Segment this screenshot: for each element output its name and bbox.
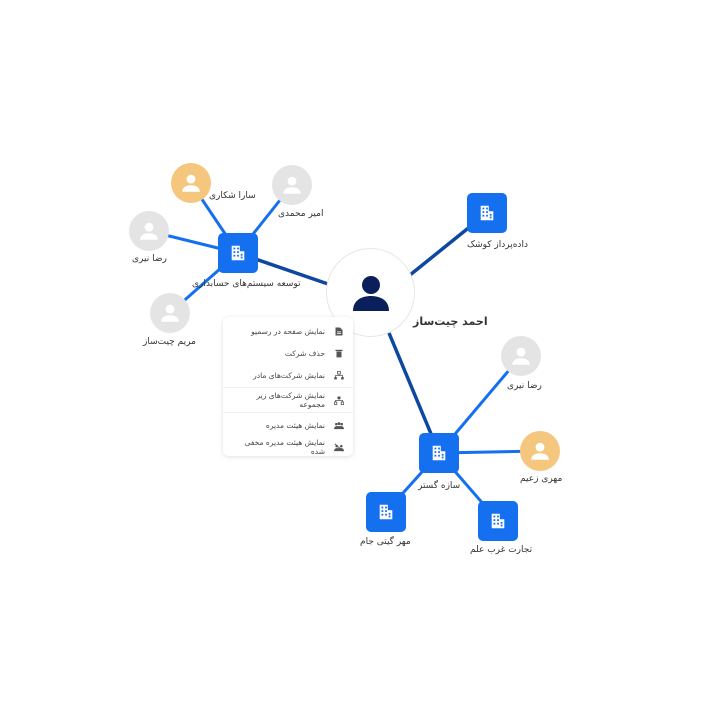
person-icon (140, 222, 158, 240)
trash-icon (334, 348, 344, 358)
person-icon (283, 176, 301, 194)
menu-item-show-hidden-board[interactable]: نمایش هیئت مدیره مخفی شده (223, 436, 353, 458)
board-members-icon (334, 420, 344, 430)
person-node[interactable] (150, 293, 190, 333)
building-icon (432, 445, 446, 461)
company-node[interactable] (218, 233, 258, 273)
menu-item-delete-company[interactable]: حذف شرکت (223, 342, 353, 364)
menu-separator (223, 412, 353, 413)
hierarchy-up-icon (334, 370, 344, 380)
person-icon (512, 347, 530, 365)
person-icon (531, 442, 549, 460)
menu-item-label: نمایش شرکت‌های زیر مجموعه (256, 391, 325, 409)
company-node[interactable] (467, 193, 507, 233)
person-icon (161, 304, 179, 322)
menu-item-show-board[interactable]: نمایش هیئت مدیره (223, 414, 353, 436)
person-node[interactable] (171, 163, 211, 203)
hidden-board-icon (334, 442, 344, 452)
menu-item-label: نمایش هیئت مدیره مخفی شده (244, 438, 325, 456)
company-label: تجارت غرب علم (470, 545, 533, 555)
hierarchy-down-icon (334, 395, 344, 405)
person-label: رضا نیری (132, 254, 167, 264)
building-icon (491, 513, 505, 529)
person-icon (182, 174, 200, 192)
company-label: سازه گستر (418, 481, 461, 491)
person-icon (352, 275, 389, 311)
person-node[interactable] (520, 431, 560, 471)
person-node[interactable] (501, 336, 541, 376)
person-label: رضا نیری (507, 381, 542, 391)
person-node[interactable] (272, 165, 312, 205)
menu-item-label: نمایش هیئت مدیره (265, 420, 325, 430)
company-node[interactable] (366, 492, 406, 532)
person-label: سارا شکاری (209, 191, 256, 201)
company-label: داده‌پرداز کوشک (467, 240, 528, 250)
document-icon (334, 326, 344, 336)
menu-item-label: نمایش صفحه در رسمیو (251, 326, 325, 336)
menu-separator (223, 387, 353, 388)
person-label: امیر محمدی (278, 209, 324, 219)
menu-item-label: نمایش شرکت‌های مادر (253, 370, 325, 380)
company-label: توسعه سیستم‌های حسابداری (192, 279, 301, 289)
building-icon (231, 245, 245, 261)
menu-item-view-page[interactable]: نمایش صفحه در رسمیو (223, 320, 353, 342)
company-node[interactable] (478, 501, 518, 541)
menu-item-show-parents[interactable]: نمایش شرکت‌های مادر (223, 364, 353, 386)
menu-item-label: حذف شرکت (284, 348, 325, 358)
context-menu: نمایش صفحه در رسمیو حذف شرکت نمایش شرکت‌… (223, 317, 353, 456)
person-node[interactable] (129, 211, 169, 251)
building-icon (379, 504, 393, 520)
company-label: مهر گیتی جام (360, 537, 411, 547)
company-node[interactable] (419, 433, 459, 473)
menu-item-show-subsidiaries[interactable]: نمایش شرکت‌های زیر مجموعه (223, 389, 353, 411)
center-person-name: احمد چیت‌ساز (413, 315, 488, 328)
person-label: مهری زعیم (520, 474, 563, 484)
person-label: مریم چیت‌ساز (143, 337, 196, 347)
building-icon (480, 205, 494, 221)
